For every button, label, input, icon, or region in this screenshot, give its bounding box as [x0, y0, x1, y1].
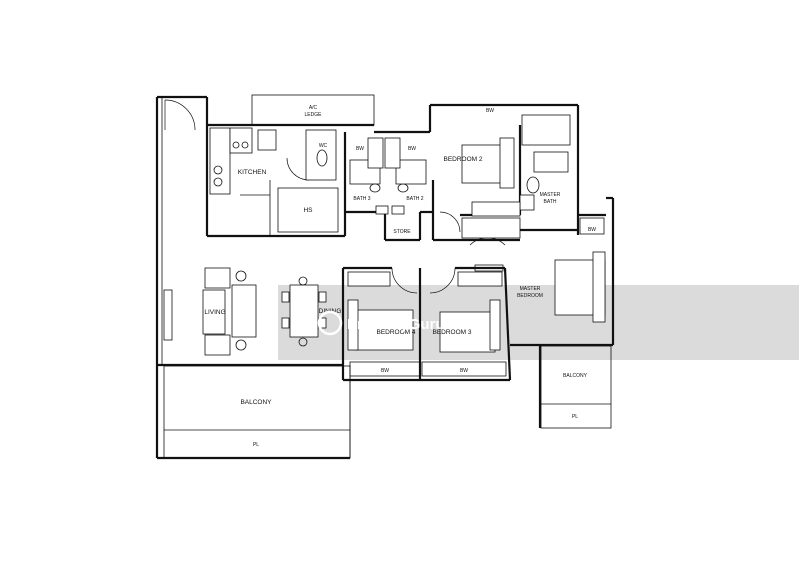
room-labels: A/C LEDGE KITCHEN WC HS BATH 3 BATH 2 ST… [204, 105, 587, 448]
watermark-logo: PropertyGuru [317, 310, 445, 336]
furniture [163, 114, 606, 377]
wardrobe-labels: BW BW BW BW BW BW [356, 108, 596, 374]
label-balcony-main: BALCONY [240, 399, 272, 406]
label-ac-ledge-line1: A/C [309, 105, 318, 111]
label-bedroom2: BEDROOM 2 [443, 156, 482, 163]
label-bedroom3: BEDROOM 3 [432, 329, 471, 336]
label-balcony-master: BALCONY [563, 373, 588, 379]
bw-bath2: BW [408, 146, 416, 152]
walls [155, 94, 615, 460]
bw-bed4: BW [381, 368, 389, 374]
label-hs: HS [303, 207, 313, 214]
bw-master: BW [588, 227, 596, 233]
label-ac-ledge-line2: LEDGE [305, 112, 323, 118]
label-pl-master: PL [572, 414, 578, 420]
label-wc: WC [319, 143, 328, 149]
bw-bed3: BW [460, 368, 468, 374]
label-bedroom4: BEDROOM 4 [376, 329, 415, 336]
label-master-bedroom-line2: BEDROOM [517, 293, 543, 299]
bw-bath3: BW [356, 146, 364, 152]
label-master-bath-line1: MASTER [540, 192, 561, 198]
label-master-bath-line2: BATH [544, 199, 557, 205]
label-kitchen: KITCHEN [238, 169, 267, 176]
label-bath3: BATH 3 [353, 196, 370, 202]
label-store: STORE [393, 229, 411, 235]
label-bath2: BATH 2 [406, 196, 423, 202]
watermark-text: PropertyGuru [347, 316, 445, 333]
label-living: LIVING [204, 309, 225, 316]
label-pl-main: PL [253, 442, 259, 448]
bw-bed2: BW [486, 108, 494, 114]
label-master-bedroom-line1: MASTER [520, 286, 541, 292]
